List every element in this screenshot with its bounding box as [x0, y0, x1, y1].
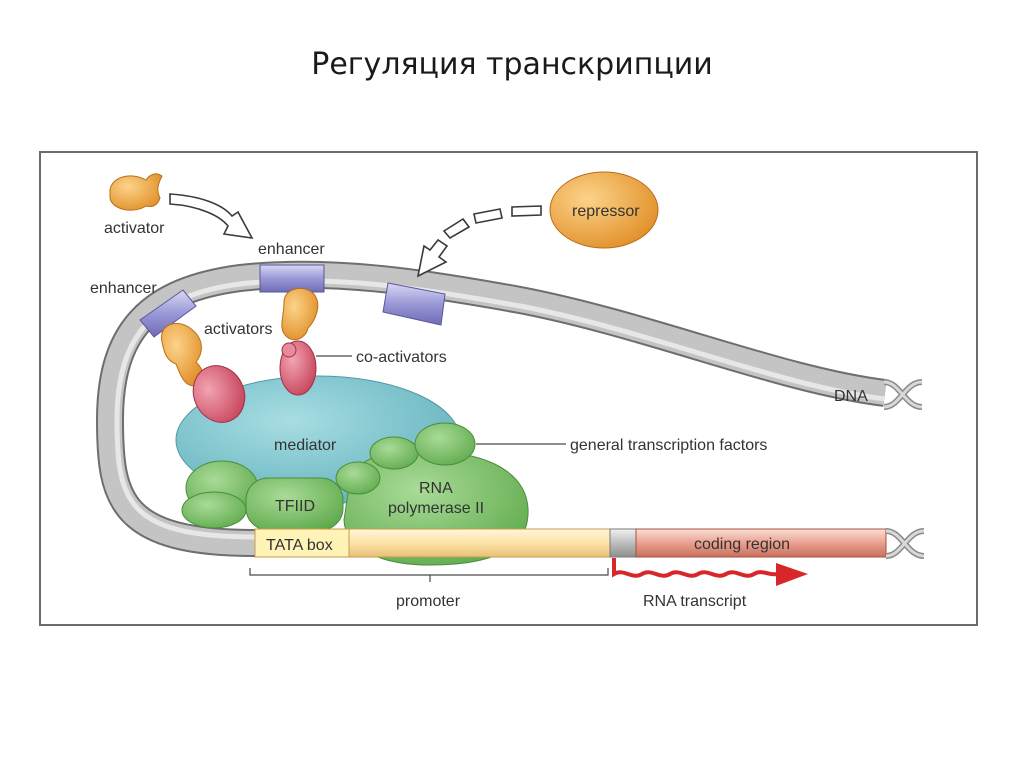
repressor-binding-arrow	[416, 205, 542, 278]
co-activator-left	[192, 365, 246, 423]
slide-title: Регуляция транскрипции	[311, 47, 713, 82]
dna-helix-end-upper	[883, 379, 923, 410]
label-mediator: mediator	[274, 437, 337, 454]
label-promoter: promoter	[396, 593, 461, 610]
label-co-activators: co-activators	[356, 349, 447, 366]
label-rna-transcript: RNA transcript	[643, 593, 747, 610]
rna-transcript-arrow	[612, 558, 808, 586]
tata-box	[254, 528, 350, 558]
dna-helix-end-lower	[885, 528, 925, 559]
repressor	[549, 171, 659, 249]
enhancer-segment-left	[139, 289, 197, 338]
label-coding-region: coding region	[694, 536, 790, 553]
label-general-transcription-factors: general transcription factors	[570, 437, 767, 454]
label-tfiid: TFIID	[275, 498, 315, 515]
label-activator: activator	[104, 220, 165, 237]
label-activators: activators	[204, 321, 272, 338]
label-enhancer-left: enhancer	[90, 280, 157, 297]
label-rna-polymerase-line1: RNA	[419, 480, 453, 497]
free-activator	[109, 173, 163, 211]
enhancer-segment-right	[382, 282, 446, 326]
label-enhancer-top: enhancer	[258, 241, 325, 258]
activator-binding-arrow	[169, 193, 254, 240]
coding-region	[635, 528, 887, 558]
gap-segment	[609, 528, 637, 558]
promoter-bracket	[249, 568, 609, 582]
label-dna: DNA	[834, 388, 868, 405]
label-tata-box: TATA box	[266, 537, 333, 554]
label-rna-polymerase-line2: polymerase II	[388, 500, 484, 517]
bound-activator-right	[281, 287, 319, 341]
enhancer-segment-top	[259, 264, 325, 293]
co-activator-right	[279, 340, 317, 396]
label-repressor: repressor	[572, 203, 640, 220]
